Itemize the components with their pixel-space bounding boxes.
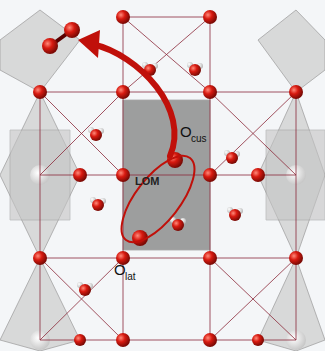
atom-label: O — [114, 262, 126, 277]
atom-subscript: lat — [125, 272, 136, 282]
mechanism-label: LOM — [135, 176, 159, 187]
atom-label: O — [180, 124, 192, 139]
atom-subscript: cus — [191, 134, 207, 144]
